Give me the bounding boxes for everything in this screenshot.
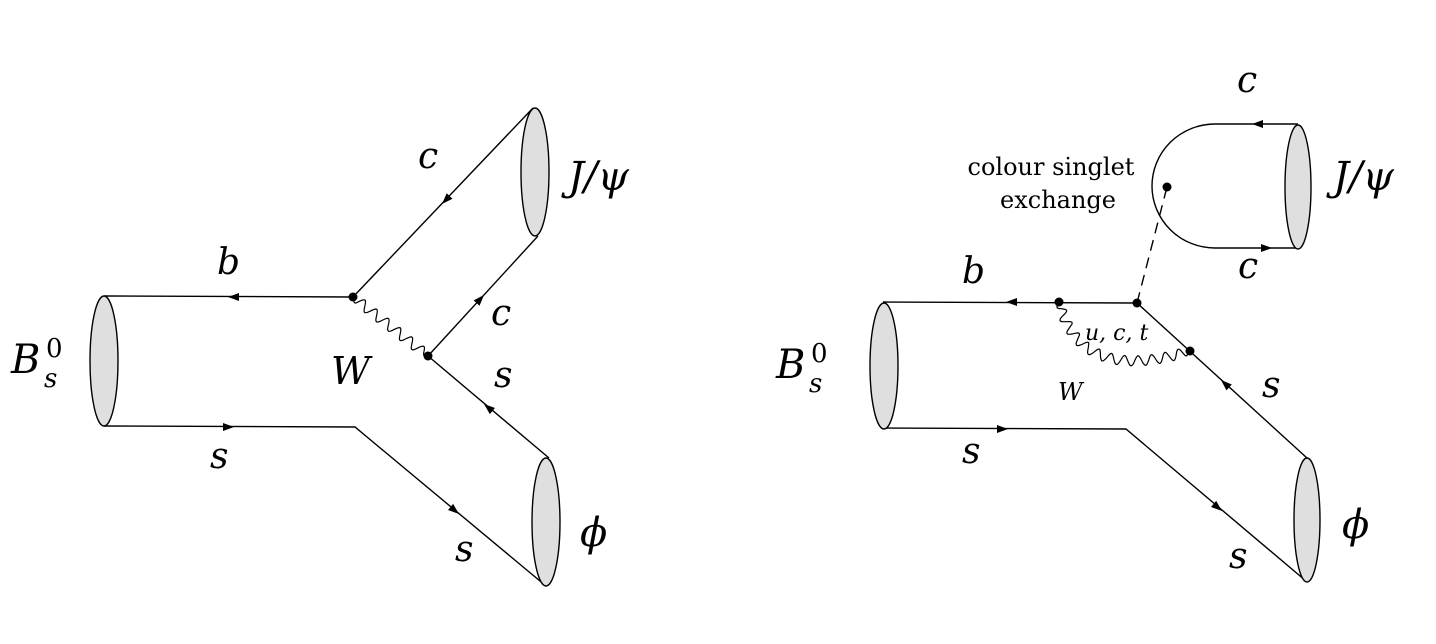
right-bs-superscript: 0 [811, 339, 828, 369]
right-annotation-line1: colour singlet [968, 153, 1135, 181]
right-bs-subscript: s [809, 369, 822, 399]
left-jpsi-label: J/ψ [561, 154, 630, 200]
left-bs-superscript: 0 [46, 334, 63, 364]
left-arrow-s-bottom [223, 423, 234, 431]
right-b-label: b [962, 251, 985, 292]
right-loop-quarks-label: u, c, t [1085, 321, 1148, 346]
right-c-bottom-label: c [1238, 246, 1258, 287]
left-arrow-b [228, 293, 239, 301]
left-s-lower-label: s [455, 529, 473, 570]
left-phi-meson-blob [531, 457, 561, 587]
right-vertex-ws [1185, 346, 1195, 356]
left-w-label: W [331, 349, 373, 393]
right-w-boson-line [1056, 301, 1191, 367]
left-arrow-c-top [442, 193, 453, 204]
right-charm-loop [1151, 123, 1298, 249]
right-arrow-s-lower [1211, 500, 1222, 511]
left-s-bottom-label: s [210, 436, 228, 477]
left-arrow-s-mid [484, 404, 495, 415]
right-jpsi-label: J/ψ [1326, 154, 1395, 200]
left-vertex-wcs [423, 351, 433, 361]
right-arrow-c-top [1252, 120, 1263, 128]
right-phi-meson-blob [1293, 457, 1321, 583]
left-bs-subscript: s [44, 364, 57, 394]
right-vertex-exchange [1132, 298, 1142, 308]
right-annotation-line2: exchange [1000, 186, 1116, 214]
left-arrow-c-mid [473, 295, 484, 306]
left-w-boson-line [352, 296, 428, 357]
left-arrow-s-lower [447, 503, 459, 514]
right-arrow-c-bottom [1261, 244, 1272, 252]
left-c-mid-label: c [491, 293, 511, 334]
left-phi-label: ϕ [580, 510, 607, 556]
right-diagram: B 0 s b s u, c, t W colour singlet excha… [775, 60, 1395, 583]
left-bs-meson-blob [89, 295, 119, 427]
right-colour-singlet-dashed-line [1136, 186, 1168, 304]
left-b-quark-line [103, 295, 354, 298]
right-arrow-s-bottom [997, 425, 1008, 433]
left-b-label: b [217, 242, 240, 283]
right-jpsi-meson-blob [1284, 124, 1312, 250]
left-diagram: B 0 s b s W c c s s J/ψ ϕ [10, 107, 630, 587]
right-s-spectator-line [882, 427, 1307, 582]
left-c-top-label: c [418, 136, 438, 177]
right-s-lower-label: s [1229, 536, 1247, 577]
left-jpsi-meson-blob [520, 107, 550, 237]
right-vertex-loop [1162, 182, 1172, 192]
right-s-mid-label: s [1262, 365, 1280, 406]
right-bs-label: B [775, 342, 805, 388]
right-arrow-s-mid [1221, 380, 1232, 391]
left-s-mid-label: s [494, 355, 512, 396]
left-vertex-bcw [348, 292, 358, 302]
right-s-bottom-label: s [962, 431, 980, 472]
right-phi-label: ϕ [1342, 502, 1369, 548]
right-c-top-label: c [1237, 60, 1257, 101]
right-bs-meson-blob [869, 302, 899, 430]
right-w-label: W [1058, 378, 1085, 406]
left-s-spectator-line [103, 425, 547, 587]
left-bs-label: B [10, 337, 40, 383]
right-vertex-bw [1054, 297, 1064, 307]
right-arrow-b [1006, 298, 1017, 306]
